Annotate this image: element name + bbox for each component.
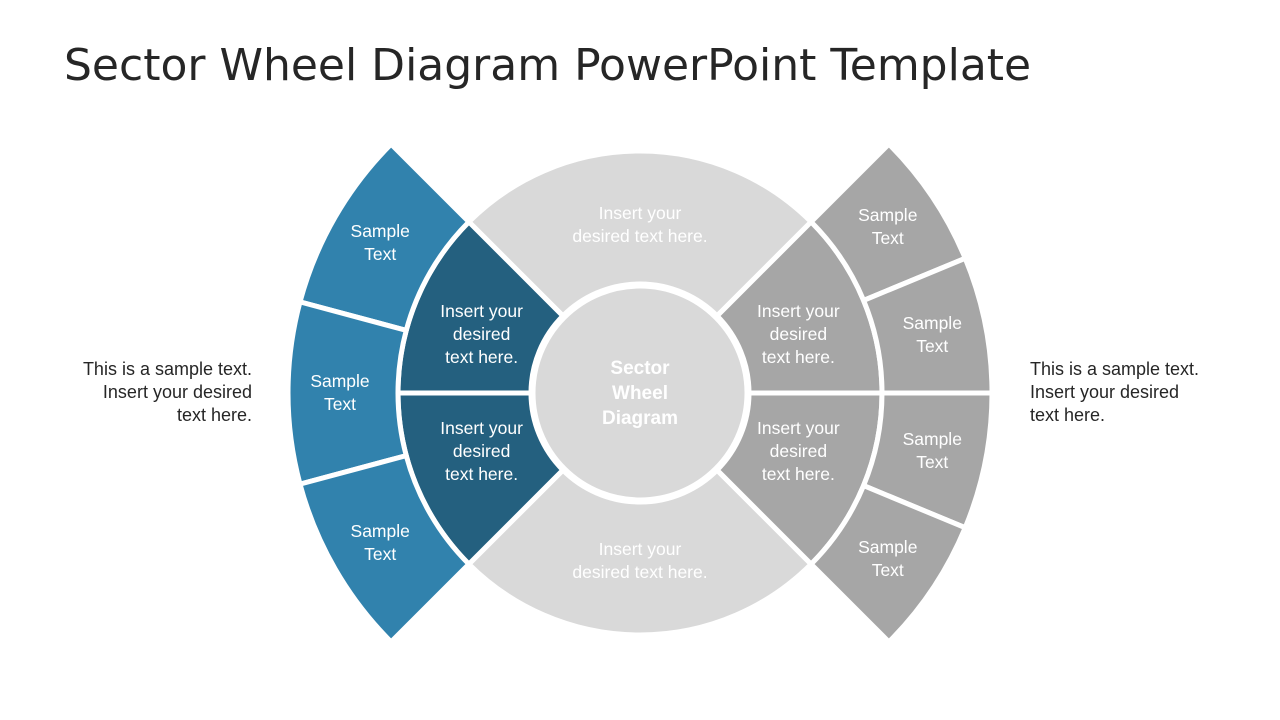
right-outer-sector-4	[808, 483, 968, 645]
left-outer-sector-3	[297, 453, 472, 645]
center-circle	[530, 283, 750, 503]
slide-title: Sector Wheel Diagram PowerPoint Template	[64, 40, 1032, 91]
right-note: This is a sample text. Insert your desir…	[1030, 359, 1200, 425]
left-note: This is a sample text. Insert your desir…	[82, 359, 252, 425]
right-outer-sector-1	[808, 141, 968, 303]
right-outer-sector-3	[861, 390, 995, 531]
right-outer-sector-2	[861, 255, 995, 396]
